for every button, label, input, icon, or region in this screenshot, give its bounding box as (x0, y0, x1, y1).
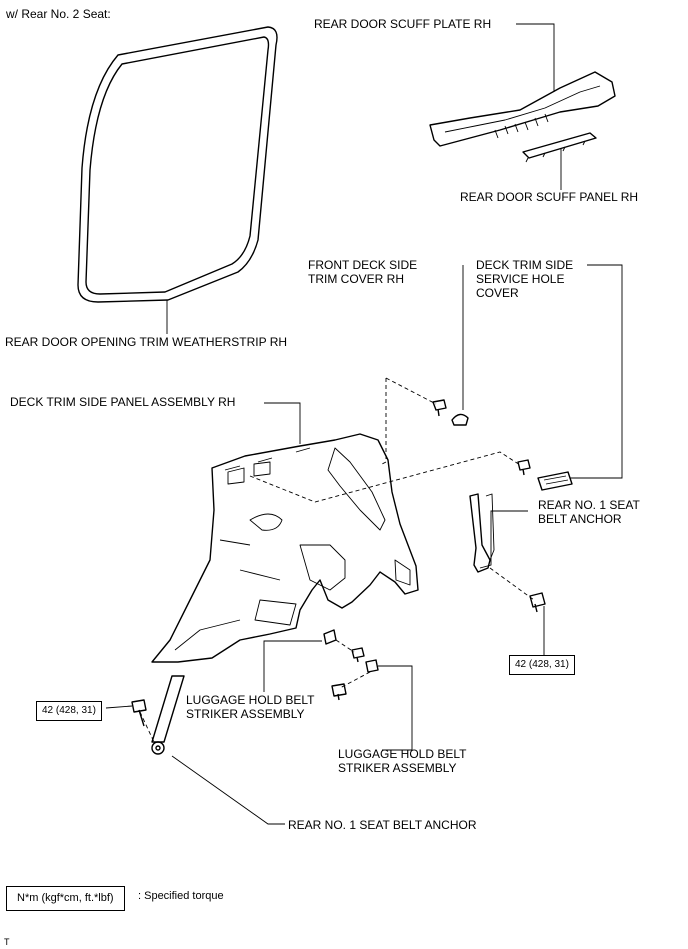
label-seat-belt-anchor-bottom: REAR NO. 1 SEAT BELT ANCHOR (288, 818, 477, 832)
label-service-hole-cover: DECK TRIM SIDE SERVICE HOLE COVER (476, 258, 574, 300)
bolt-mid (517, 459, 531, 476)
scuff-panel (522, 132, 597, 159)
clip-cover (451, 413, 469, 426)
striker-1 (323, 629, 337, 645)
condition-heading: w/ Rear No. 2 Seat: (6, 7, 111, 21)
torque-legend-description: : Specified torque (138, 890, 224, 902)
service-hole-cover (537, 471, 573, 491)
label-seat-belt-anchor-right: REAR NO. 1 SEAT BELT ANCHOR (538, 498, 640, 526)
torque-box-left: 42 (428, 31) (36, 701, 102, 721)
weatherstrip-inner (85, 36, 270, 295)
bolt-striker-2 (331, 683, 347, 701)
bolt-striker-1 (351, 647, 365, 663)
torque-unit-box: N*m (kgf*cm, ft.*lbf) (6, 886, 125, 911)
seat-belt-right (469, 493, 491, 573)
striker-2 (365, 659, 379, 673)
seat-belt-left (151, 675, 185, 743)
label-luggage-striker-right: LUGGAGE HOLD BELT STRIKER ASSEMBLY (338, 747, 467, 775)
label-scuff-panel: REAR DOOR SCUFF PANEL RH (460, 190, 639, 204)
bolt-left (131, 699, 147, 727)
label-scuff-plate: REAR DOOR SCUFF PLATE RH (314, 17, 492, 31)
weatherstrip-outer (77, 26, 278, 303)
label-front-deck-cover: FRONT DECK SIDE TRIM COVER RH (308, 258, 418, 286)
label-luggage-striker-left: LUGGAGE HOLD BELT STRIKER ASSEMBLY (186, 693, 315, 721)
footer-mark: T (4, 937, 10, 947)
deck-trim-panel (151, 433, 419, 663)
scuff-plate (429, 71, 616, 147)
torque-box-right: 42 (428, 31) (509, 655, 575, 675)
label-weatherstrip: REAR DOOR OPENING TRIM WEATHERSTRIP RH (5, 335, 288, 349)
label-deck-trim-panel: DECK TRIM SIDE PANEL ASSEMBLY RH (10, 395, 236, 409)
bolt-top (432, 399, 447, 417)
bolt-right (529, 592, 546, 613)
